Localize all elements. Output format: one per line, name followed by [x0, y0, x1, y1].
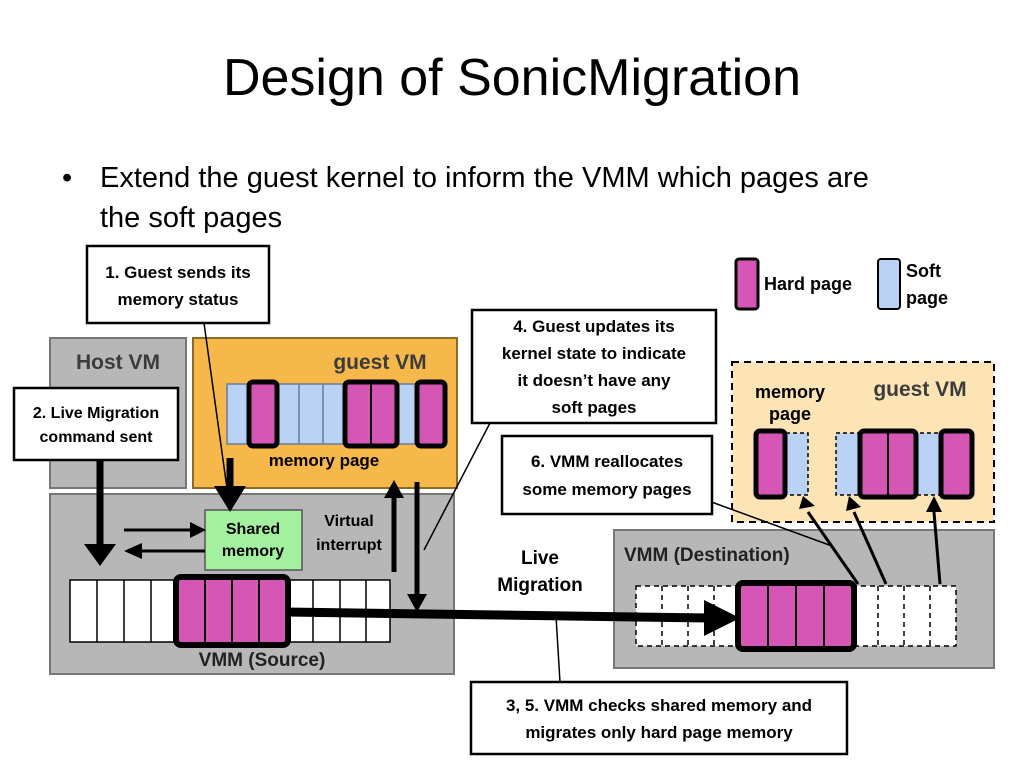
- callout-step-1-line-1: 1. Guest sends its: [105, 263, 251, 282]
- shared-memory-label-1: Shared: [226, 521, 280, 538]
- bullet-text: Extend the guest kernel to inform the VM…: [100, 158, 960, 238]
- bullet-line-1: Extend the guest kernel to inform the VM…: [100, 162, 869, 194]
- dest-guest-memory-row: [835, 428, 975, 500]
- legend-hard-label: Hard page: [764, 274, 852, 294]
- callout-step-2: 2. Live Migration command sent: [12, 386, 180, 462]
- bullet-marker: •: [62, 162, 73, 194]
- virtual-interrupt-label-2: interrupt: [316, 537, 382, 554]
- host-vm-label: Host VM: [76, 351, 160, 374]
- legend: Hard page Soft page: [734, 257, 948, 311]
- legend-soft-label-2: page: [906, 288, 948, 308]
- vmm-destination-label: VMM (Destination): [624, 545, 790, 566]
- dest-memory-label-1: memory: [755, 382, 825, 402]
- source-guest-vm-label: guest VM: [333, 351, 426, 374]
- callout-step-4-line-3: it doesn’t have any: [517, 371, 671, 390]
- callout-step-4-line-1: 4. Guest updates its: [513, 317, 675, 336]
- callout-step-3-5: 3, 5. VMM checks shared memory and migra…: [469, 680, 849, 756]
- callout-step-6: 6. VMM reallocates some memory pages: [500, 434, 714, 516]
- slide-title: Design of SonicMigration: [222, 49, 802, 107]
- live-migration-label-2: Migration: [497, 575, 583, 596]
- callout-step-1: 1. Guest sends its memory status: [85, 244, 271, 325]
- legend-hard-swatch: [734, 257, 760, 311]
- source-guest-memory-row: [226, 379, 448, 449]
- callout-step-4-line-4: soft pages: [551, 398, 636, 417]
- shared-memory-box: [204, 509, 303, 571]
- callout-step-2-line-2: command sent: [40, 429, 154, 446]
- virtual-interrupt-label-1: Virtual: [324, 513, 374, 530]
- dest-guest-vm-label: guest VM: [873, 378, 966, 401]
- callout-step-3-5-line-1: 3, 5. VMM checks shared memory and: [506, 696, 812, 715]
- callout-step-4: 4. Guest updates its kernel state to ind…: [470, 308, 718, 425]
- shared-memory-label-2: memory: [222, 543, 284, 560]
- vmm-source-label: VMM (Source): [199, 650, 326, 671]
- callout-step-4-line-2: kernel state to indicate: [502, 344, 686, 363]
- bullet-line-2: the soft pages: [100, 202, 283, 234]
- arrows: [84, 458, 942, 636]
- live-migration-label-1: Live: [521, 548, 559, 569]
- dest-memory-label-2: page: [769, 404, 811, 424]
- callout-step-3-5-line-2: migrates only hard page memory: [525, 723, 793, 742]
- callout-step-6-line-1: 6. VMM reallocates: [531, 452, 683, 471]
- callout-pointers: [203, 322, 833, 683]
- legend-soft-swatch: [877, 258, 901, 310]
- legend-soft-label-1: Soft: [906, 261, 941, 281]
- callout-step-1-line-2: memory status: [118, 290, 239, 309]
- callout-step-6-line-2: some memory pages: [522, 480, 691, 499]
- dest-guest-memory-small: [753, 428, 809, 500]
- source-memory-page-label: memory page: [269, 451, 380, 470]
- callout-step-2-line-1: 2. Live Migration: [33, 405, 159, 422]
